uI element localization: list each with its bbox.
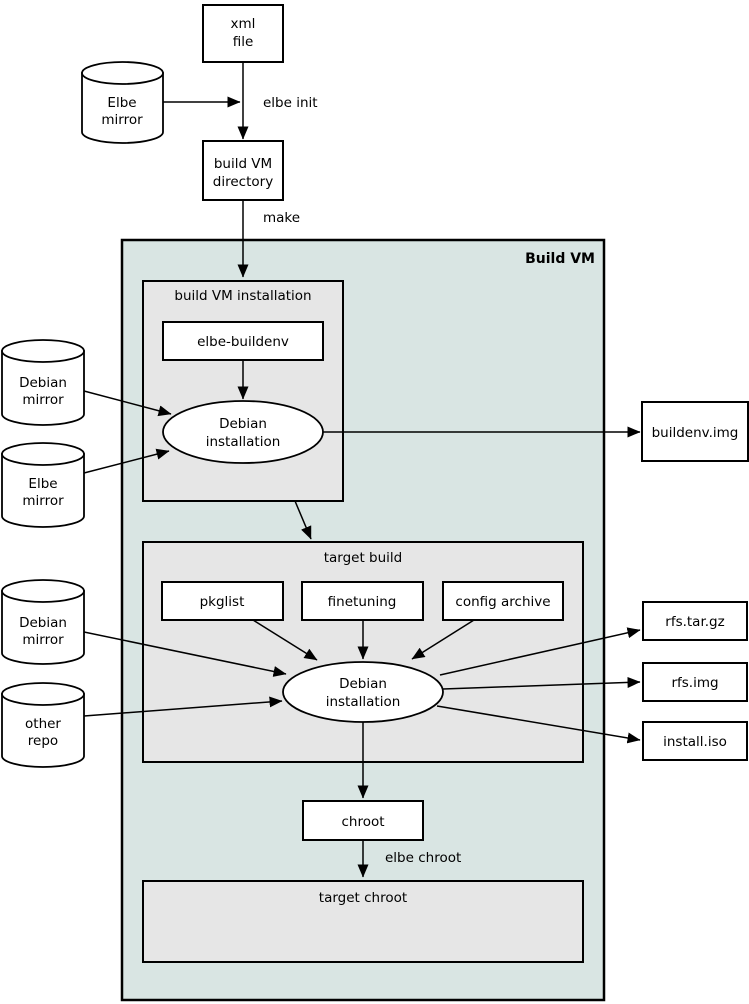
install-iso-rect (642, 721, 748, 761)
rfs-img-rect (642, 662, 748, 702)
pkglist-label: pkglist (200, 594, 245, 610)
edge-build-vm-installation-to-target-build (294, 500, 312, 540)
elbe-mirror-mid-line1: Elbe (28, 476, 57, 492)
buildenv-img-label: buildenv.img (652, 425, 739, 441)
pkglist-rect (161, 581, 284, 621)
node-debian-mirror-top: Debian mirror (1, 339, 85, 426)
edge-config-archive-to-debian-installation (411, 619, 475, 660)
debian-installation-target-line2: installation (326, 694, 401, 710)
elbe-buildenv-label: elbe-buildenv (197, 334, 289, 350)
rfs-img-label: rfs.img (671, 675, 718, 691)
target-build-label: target build (324, 550, 403, 566)
node-debian-installation-build: Debian installation (162, 400, 324, 464)
debian-mirror-top-cylinder-body (1, 350, 85, 426)
build-vm-installation-rect (142, 280, 344, 502)
finetuning-label: finetuning (328, 594, 397, 610)
rfs-tar-gz-label: rfs.tar.gz (665, 614, 724, 630)
node-rfs-img: rfs.img (642, 662, 748, 702)
edge-label-make: make (263, 210, 300, 226)
node-debian-mirror-bottom: Debian mirror (1, 579, 85, 665)
edge-debian-mirror-to-debian-installation (83, 390, 172, 417)
install-iso-label: install.iso (663, 734, 727, 750)
rfs-tar-gz-rect (642, 601, 748, 641)
other-repo-cylinder-body (1, 693, 85, 768)
elbe-buildenv-rect (162, 321, 324, 361)
node-buildenv-img: buildenv.img (641, 401, 749, 462)
debian-mirror-top-line1: Debian (19, 375, 67, 391)
debian-mirror-bottom-line2: mirror (22, 632, 64, 648)
elbe-mirror-top-line2: mirror (101, 112, 143, 128)
node-finetuning: finetuning (301, 581, 424, 621)
config-archive-label: config archive (455, 594, 550, 610)
elbe-mirror-top-cylinder-top (81, 61, 164, 85)
other-repo-line1: other (25, 716, 61, 732)
edge-target-installation-to-install-iso (436, 705, 641, 744)
debian-installation-target-ellipse (282, 661, 444, 723)
node-chroot: chroot (302, 800, 424, 841)
node-install-iso: install.iso (642, 721, 748, 761)
edge-label-elbe-init: elbe init (263, 95, 318, 111)
panel-target-chroot: target chroot (142, 880, 584, 963)
other-repo-cylinder-top (1, 682, 85, 706)
edge-label-elbe-chroot: elbe chroot (385, 850, 461, 866)
debian-installation-build-ellipse (162, 400, 324, 464)
xml-file-rect (202, 4, 284, 63)
debian-mirror-top-line2: mirror (22, 392, 64, 408)
debian-mirror-bottom-cylinder-top (1, 579, 85, 603)
build-vm-container-label: Build VM (525, 251, 595, 267)
debian-installation-target-line1: Debian (339, 676, 387, 692)
node-xml-file: xml file (202, 4, 284, 63)
edge-other-repo-to-target-installation (83, 696, 283, 717)
edge-debian-mirror-to-target-installation (83, 631, 287, 677)
target-chroot-label: target chroot (319, 890, 407, 906)
node-debian-installation-target: Debian installation (282, 661, 444, 723)
xml-file-line1: xml (231, 16, 256, 32)
elbe-mirror-mid-cylinder-top (1, 442, 85, 466)
node-elbe-mirror-top: Elbe mirror (81, 61, 164, 144)
edge-pkglist-to-debian-installation (252, 619, 318, 661)
xml-file-line2: file (233, 34, 254, 50)
build-vm-directory-line2: directory (213, 174, 273, 190)
node-other-repo: other repo (1, 682, 85, 768)
node-pkglist: pkglist (161, 581, 284, 621)
chroot-label: chroot (341, 814, 384, 830)
buildenv-img-rect (641, 401, 749, 462)
panel-build-vm-installation: build VM installation (142, 280, 344, 502)
build-vm-directory-line1: build VM (214, 156, 272, 172)
node-config-archive: config archive (442, 581, 564, 621)
debian-mirror-top-cylinder-top (1, 339, 85, 363)
other-repo-line2: repo (28, 733, 58, 749)
edge-elbe-mirror-to-debian-installation (83, 448, 170, 474)
chroot-rect (302, 800, 424, 841)
target-chroot-rect (142, 880, 584, 963)
debian-installation-build-line1: Debian (219, 416, 267, 432)
elbe-mirror-mid-cylinder-body (1, 453, 85, 528)
node-build-vm-directory: build VM directory (202, 140, 284, 201)
debian-mirror-bottom-cylinder-body (1, 590, 85, 665)
config-archive-rect (442, 581, 564, 621)
node-elbe-mirror-mid: Elbe mirror (1, 442, 85, 528)
node-elbe-buildenv: elbe-buildenv (162, 321, 324, 361)
edge-target-installation-to-rfs-img (442, 676, 641, 690)
edge-target-installation-to-rfs-tar-gz (439, 627, 641, 676)
debian-installation-build-line2: installation (206, 434, 281, 450)
elbe-mirror-top-line1: Elbe (107, 95, 136, 111)
build-vm-installation-label: build VM installation (174, 288, 311, 304)
debian-mirror-bottom-line1: Debian (19, 615, 67, 631)
edges (83, 62, 641, 878)
finetuning-rect (301, 581, 424, 621)
node-rfs-tar-gz: rfs.tar.gz (642, 601, 748, 641)
elbe-mirror-top-cylinder-body (81, 72, 164, 144)
elbe-mirror-mid-line2: mirror (22, 493, 64, 509)
build-vm-directory-rect (202, 140, 284, 201)
